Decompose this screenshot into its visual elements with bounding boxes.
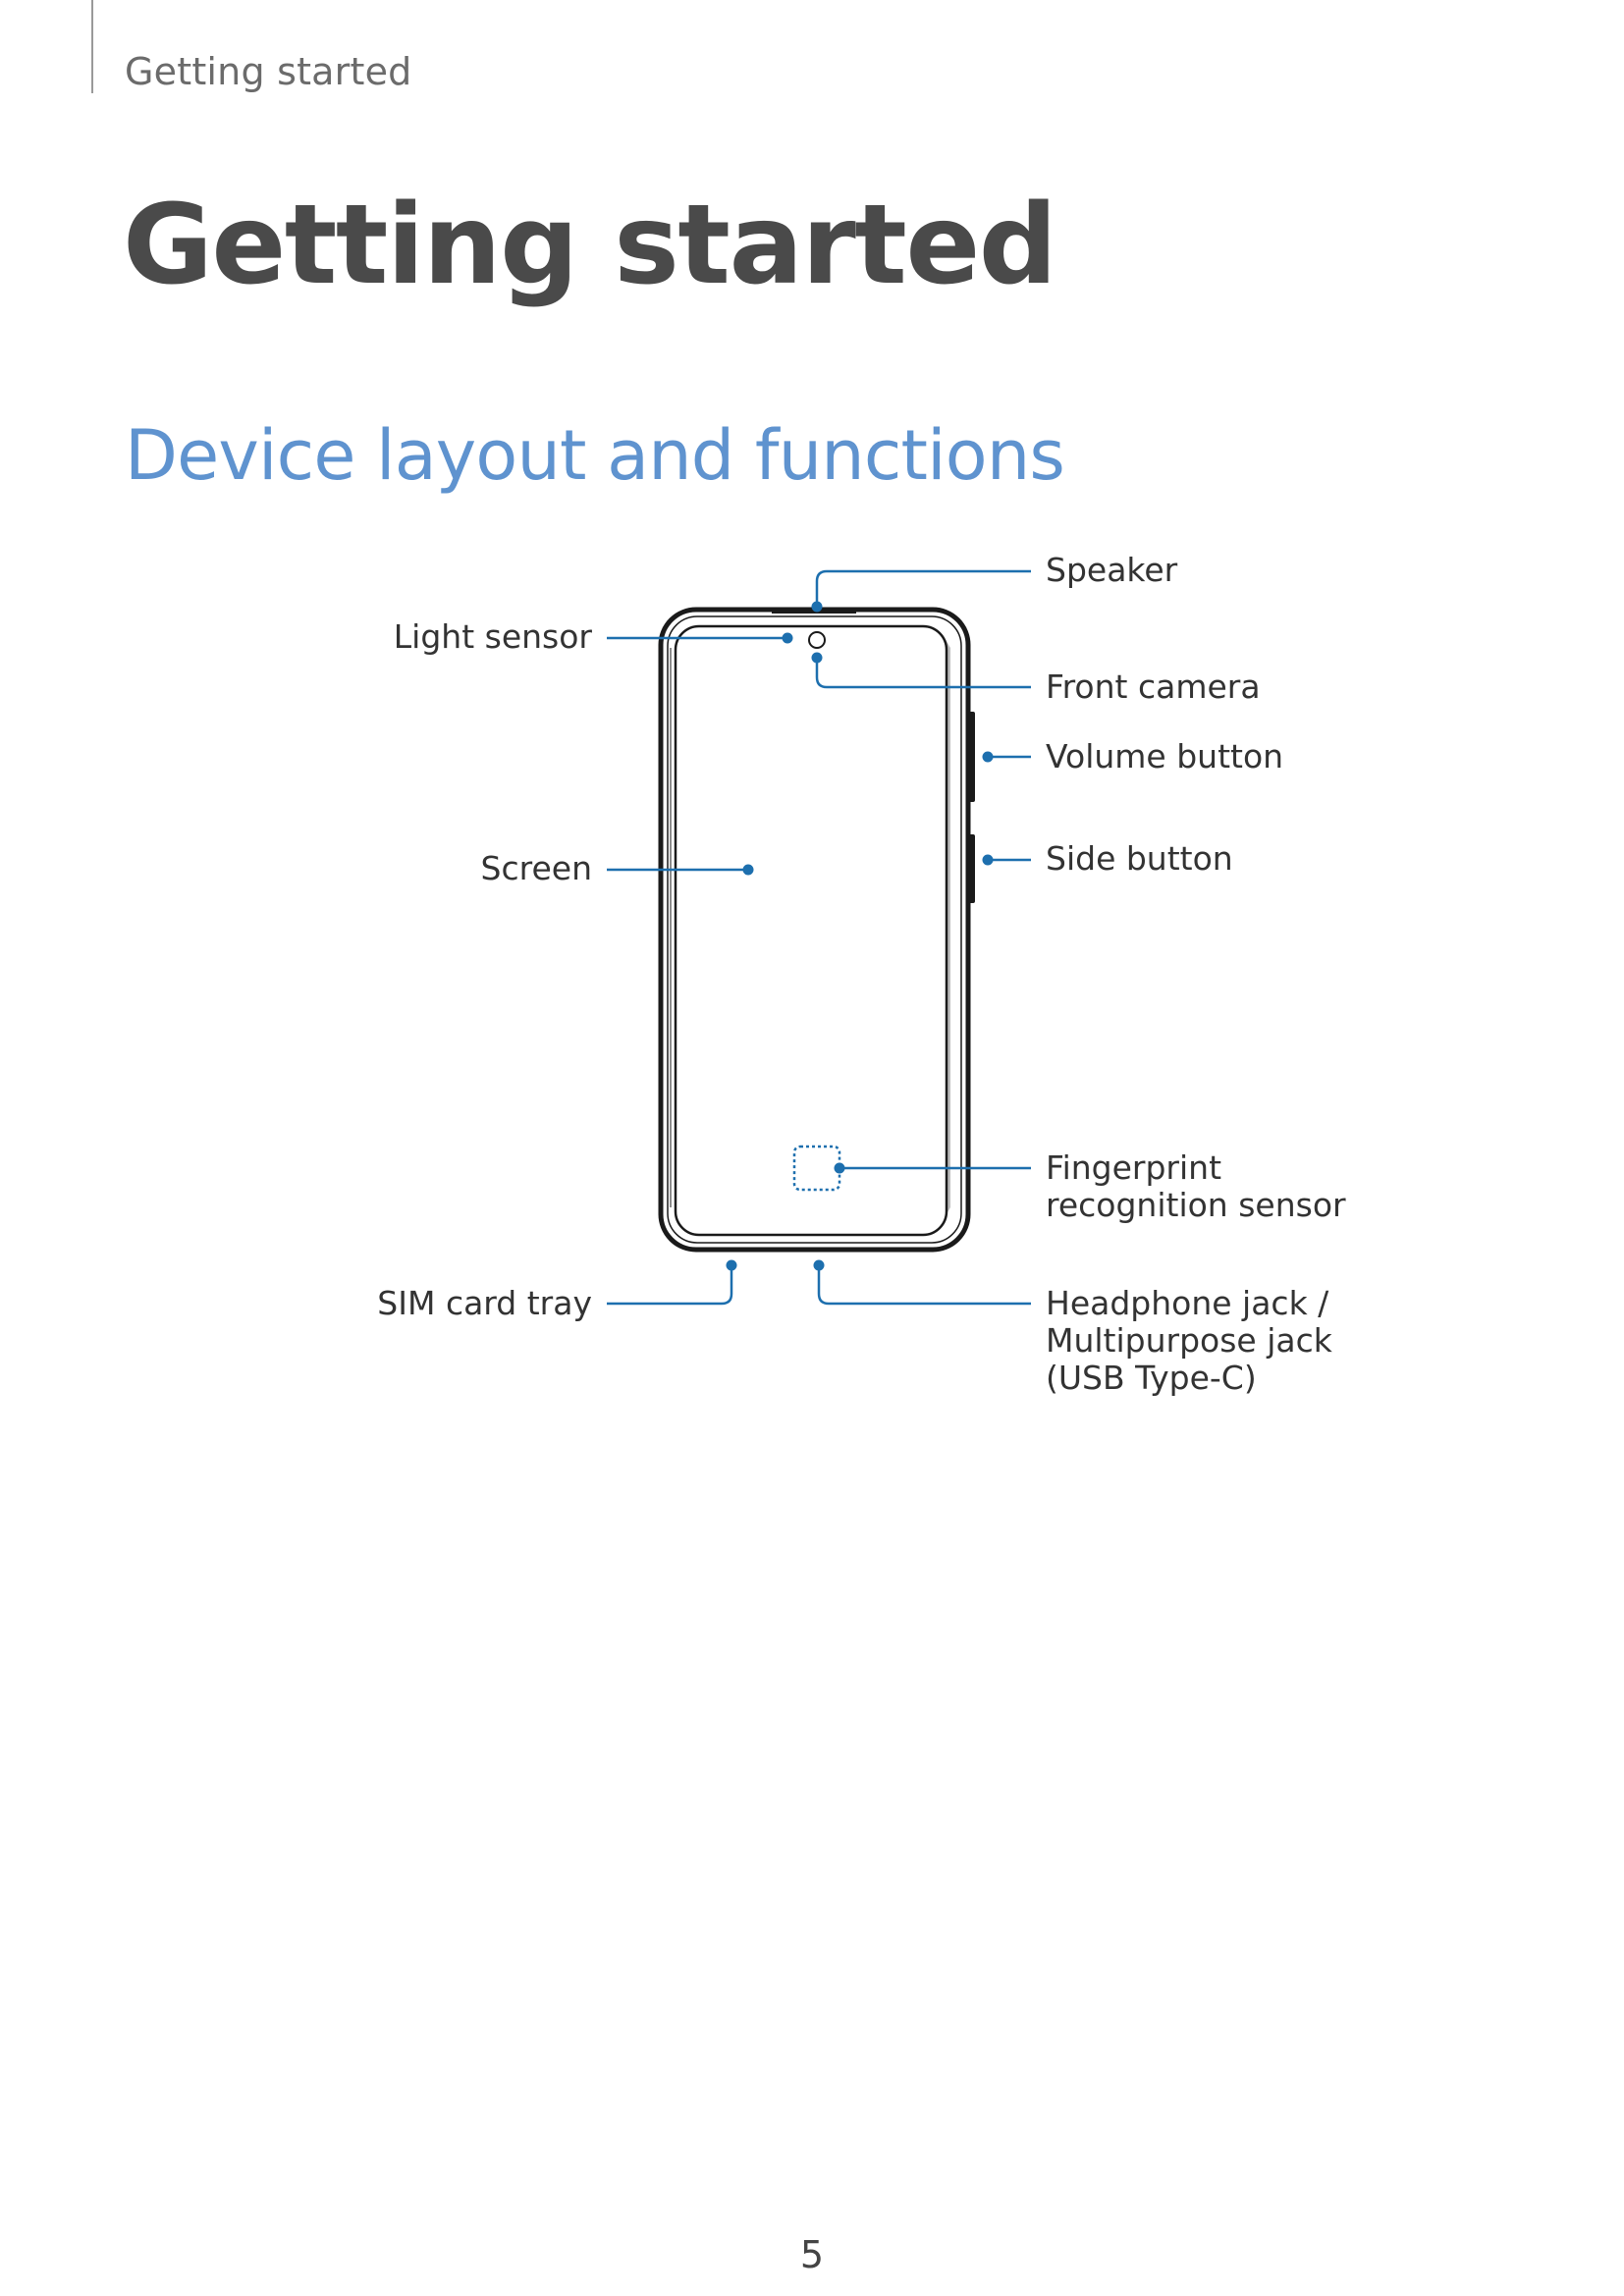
callout-lines <box>607 569 1031 1306</box>
sim-tray-dot <box>726 1259 737 1271</box>
phone-screen-area <box>674 624 948 1237</box>
headphone-jack-leader <box>817 1265 1031 1306</box>
side-button-dot <box>982 854 994 866</box>
speaker-label: Speaker <box>1046 551 1178 589</box>
headphone-jack-dot <box>813 1259 825 1271</box>
front-camera-lens <box>808 631 826 649</box>
sim-card-tray-label: SIM card tray <box>377 1284 592 1322</box>
light-sensor-dot <box>782 632 793 644</box>
phone-bezel <box>667 615 962 1244</box>
header-rule <box>91 0 93 93</box>
side-button-hardware <box>968 834 975 903</box>
speaker-dot <box>811 601 823 613</box>
running-header: Getting started <box>125 50 412 93</box>
headphone-jack-label: Headphone jack / Multipurpose jack (USB … <box>1046 1284 1332 1397</box>
front-camera-label: Front camera <box>1046 667 1261 706</box>
volume-button-dot <box>982 751 994 763</box>
screen-label: Screen <box>480 849 592 887</box>
volume-button-hardware <box>968 712 975 802</box>
phone-illustration <box>658 607 975 1253</box>
section-title: Device layout and functions <box>125 415 1065 496</box>
side-button-label: Side button <box>1046 839 1233 878</box>
chapter-title: Getting started <box>123 182 1057 309</box>
light-sensor-label: Light sensor <box>393 617 592 656</box>
volume-button-label: Volume button <box>1046 737 1284 775</box>
screen-dot <box>742 864 754 876</box>
sim-tray-leader <box>607 1265 733 1306</box>
fingerprint-dot <box>834 1162 845 1174</box>
front-camera-leader <box>815 658 1031 689</box>
fingerprint-sensor-label: Fingerprint recognition sensor <box>1046 1148 1346 1224</box>
page-number: 5 <box>799 2233 825 2276</box>
front-camera-dot <box>811 652 823 664</box>
speaker-leader <box>815 569 1031 607</box>
